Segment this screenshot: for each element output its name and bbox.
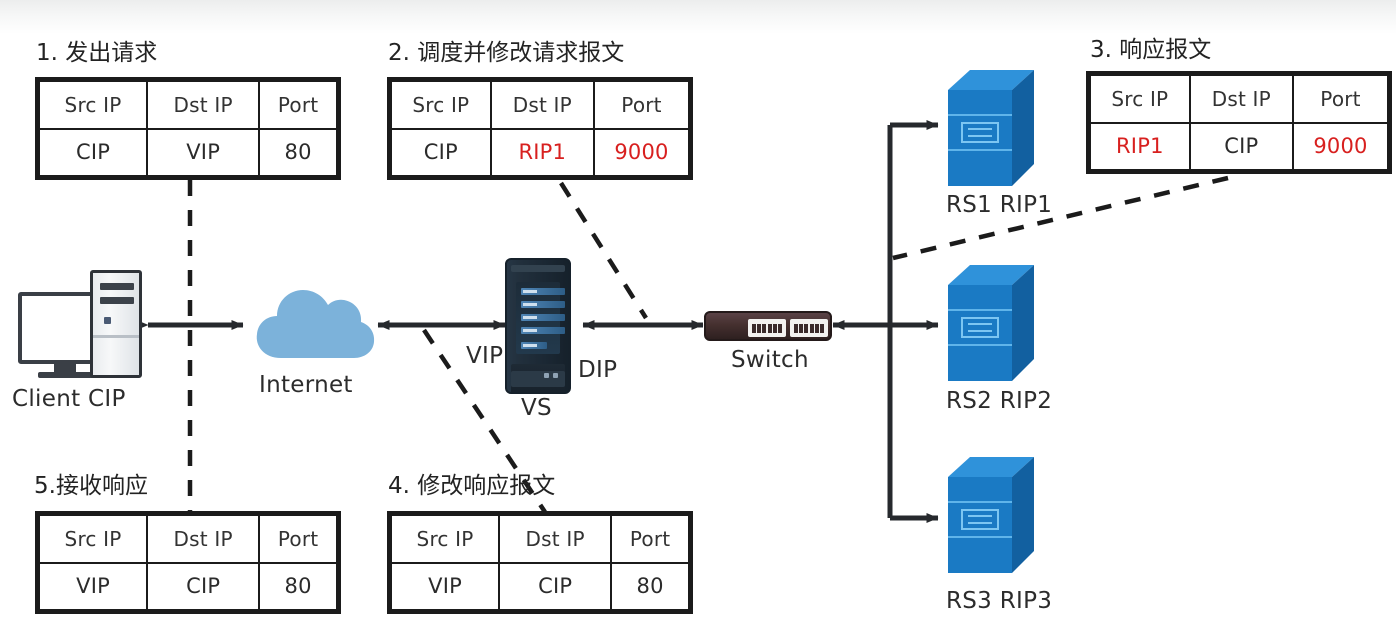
server-box-icon [948, 68, 1034, 188]
table-4-title: 4. 修改响应报文 [388, 473, 556, 499]
table-2-title: 2. 调度并修改请求报文 [388, 40, 625, 66]
t5-v0: VIP [37, 561, 149, 611]
packet-table-4: Src IP Dst IP Port VIP CIP 80 [387, 511, 693, 614]
server-box-icon [948, 263, 1034, 383]
t1-v2: 80 [258, 127, 338, 177]
table-row: RIP1 CIP 9000 [1089, 121, 1390, 171]
table-row: VIP CIP 80 [37, 561, 338, 611]
rs2-label: RS2 RIP2 [946, 388, 1053, 414]
table-row: Src IP Dst IP Port [1089, 74, 1390, 124]
t2-h2: Port [592, 80, 691, 130]
tower-divider [93, 335, 139, 338]
table-row: Src IP Dst IP Port [37, 514, 338, 564]
t3-h0: Src IP [1089, 74, 1191, 124]
vs-label: VS [521, 395, 552, 421]
computer-tower [90, 270, 142, 378]
t2-v0: CIP [390, 127, 492, 177]
trunk-bus [887, 120, 939, 523]
t1-h0: Src IP [37, 80, 149, 130]
t5-h1: Dst IP [146, 514, 261, 564]
table-row: Src IP Dst IP Port [37, 80, 338, 130]
monitor-base [38, 372, 94, 378]
t1-h1: Dst IP [146, 80, 261, 130]
t1-v0: CIP [37, 127, 149, 177]
t2-h0: Src IP [390, 80, 492, 130]
table-row: Src IP Dst IP Port [389, 514, 690, 564]
rack-top-bar [511, 265, 565, 272]
t5-v1: CIP [146, 561, 261, 611]
vs-dip-label: DIP [578, 357, 618, 383]
t4-h1: Dst IP [498, 514, 613, 564]
drive-bay [100, 297, 134, 304]
t2-v1: RIP1 [489, 127, 595, 177]
t1-h2: Port [258, 80, 338, 130]
table-5-title: 5.接收响应 [34, 473, 148, 499]
power-led [104, 317, 111, 324]
leader-table4 [422, 328, 547, 514]
packet-table-5: Src IP Dst IP Port VIP CIP 80 [35, 511, 341, 614]
top-gradient-band [0, 0, 1396, 34]
rack-screen [516, 282, 565, 354]
table-row: CIP RIP1 9000 [390, 127, 691, 177]
t5-h0: Src IP [37, 514, 149, 564]
internet-label: Internet [259, 372, 353, 398]
cloud-icon [248, 272, 378, 368]
rs3-label: RS3 RIP3 [946, 588, 1053, 614]
switch-port-group [748, 319, 786, 337]
t5-h2: Port [258, 514, 338, 564]
switch-port-group [790, 319, 828, 337]
t3-h2: Port [1291, 74, 1390, 124]
t3-h1: Dst IP [1188, 74, 1294, 124]
table-row: Src IP Dst IP Port [390, 80, 691, 130]
monitor-stand [54, 364, 76, 374]
t2-h1: Dst IP [489, 80, 595, 130]
t3-v2: 9000 [1291, 121, 1390, 171]
network-switch-icon [704, 311, 832, 341]
table-1-title: 1. 发出请求 [36, 40, 158, 66]
server-rack-icon [505, 258, 571, 394]
leader-table3 [892, 175, 1229, 261]
t4-h2: Port [610, 514, 690, 564]
t4-v2: 80 [610, 561, 690, 611]
leader-table2 [559, 181, 648, 320]
rs1-label: RS1 RIP1 [946, 192, 1053, 218]
t4-v1: CIP [498, 561, 613, 611]
client-label: Client CIP [12, 386, 126, 412]
t4-h0: Src IP [389, 514, 501, 564]
drive-bay [100, 283, 134, 290]
packet-table-3: Src IP Dst IP Port RIP1 CIP 9000 [1086, 71, 1392, 174]
t5-v2: 80 [258, 561, 338, 611]
t1-v1: VIP [146, 127, 261, 177]
packet-table-1: Src IP Dst IP Port CIP VIP 80 [35, 77, 341, 180]
vs-vip-label: VIP [466, 343, 504, 369]
switch-label: Switch [731, 347, 809, 373]
table-3-title: 3. 响应报文 [1090, 37, 1212, 63]
table-row: CIP VIP 80 [37, 127, 338, 177]
server-box-icon [948, 455, 1034, 575]
packet-table-2: Src IP Dst IP Port CIP RIP1 9000 [387, 77, 693, 180]
rack-foot-bar [511, 371, 565, 387]
table-row: VIP CIP 80 [389, 561, 690, 611]
t2-v2: 9000 [592, 127, 691, 177]
t3-v0: RIP1 [1089, 121, 1191, 171]
desktop-computer-icon [18, 270, 144, 382]
t3-v1: CIP [1188, 121, 1294, 171]
t4-v0: VIP [389, 561, 501, 611]
